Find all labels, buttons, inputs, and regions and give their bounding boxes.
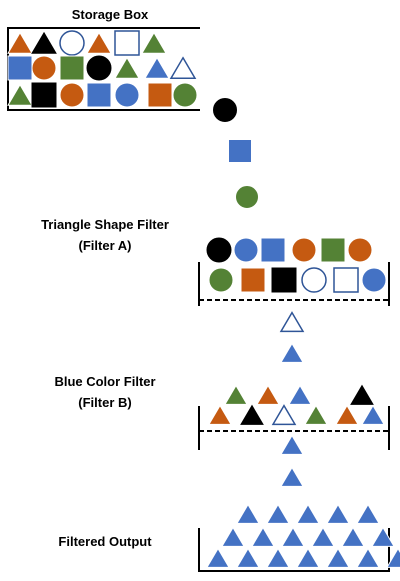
- blue-triangle-shape: [266, 547, 290, 568]
- green-triangle-shape: [141, 31, 167, 54]
- blue-triangle-shape: [288, 384, 312, 405]
- blue-triangle-shape: [236, 503, 260, 524]
- blue-triangle-shape: [356, 503, 380, 524]
- blue-triangle-shape: [371, 526, 395, 547]
- blue-triangle-shape: [341, 526, 365, 547]
- green-square-shape: [320, 237, 346, 263]
- blue-square-shape: [228, 139, 252, 163]
- white-triangle-shape: [169, 56, 197, 79]
- blue-triangle-shape: [280, 342, 304, 363]
- green-circle-shape: [172, 82, 198, 108]
- orange-triangle-shape: [86, 31, 112, 54]
- output-container-outline: [198, 528, 390, 572]
- blue-triangle-shape: [251, 526, 275, 547]
- black-square-shape: [31, 82, 57, 108]
- green-triangle-shape: [304, 404, 328, 425]
- orange-triangle-shape: [7, 31, 33, 54]
- green-square-shape: [59, 55, 85, 81]
- white-triangle-shape: [271, 404, 297, 426]
- black-triangle-shape: [31, 31, 57, 54]
- blue-circle-shape: [361, 267, 387, 293]
- green-triangle-shape: [114, 56, 140, 79]
- blue-triangle-shape: [356, 547, 380, 568]
- orange-triangle-shape: [208, 404, 232, 425]
- black-circle-shape: [206, 237, 232, 263]
- orange-square-shape: [240, 267, 266, 293]
- blue-triangle-shape: [326, 503, 350, 524]
- blue-triangle-shape: [311, 526, 335, 547]
- filtered-output-title: Filtered Output: [58, 534, 152, 549]
- blue-triangle-shape: [236, 547, 260, 568]
- black-circle-shape: [86, 55, 112, 81]
- blue-circle-shape: [233, 237, 259, 263]
- orange-circle-shape: [31, 55, 57, 81]
- white-square-shape: [333, 267, 359, 293]
- filter-b-subtitle: (Filter B): [78, 395, 132, 410]
- orange-triangle-shape: [335, 404, 359, 425]
- blue-triangle-shape: [280, 466, 304, 487]
- blue-square-shape: [86, 82, 112, 108]
- blue-triangle-shape: [296, 503, 320, 524]
- blue-triangle-shape: [296, 547, 320, 568]
- blue-triangle-shape: [266, 503, 290, 524]
- orange-circle-shape: [347, 237, 373, 263]
- blue-circle-shape: [114, 82, 140, 108]
- blue-square-shape: [260, 237, 286, 263]
- orange-triangle-shape: [256, 384, 280, 405]
- green-triangle-shape: [224, 384, 248, 405]
- green-circle-shape: [235, 185, 259, 209]
- filter-a-title: Triangle Shape Filter: [41, 217, 169, 232]
- black-triangle-shape: [240, 404, 264, 425]
- blue-square-shape: [7, 55, 33, 81]
- orange-circle-shape: [59, 82, 85, 108]
- black-square-shape: [271, 267, 297, 293]
- orange-circle-shape: [291, 237, 317, 263]
- blue-triangle-shape: [144, 56, 170, 79]
- filter-a-bracket: [198, 262, 390, 306]
- blue-triangle-shape: [206, 547, 230, 568]
- white-circle-shape: [59, 30, 85, 56]
- blue-triangle-shape: [326, 547, 350, 568]
- blue-triangle-shape: [280, 434, 304, 455]
- blue-triangle-shape: [281, 526, 305, 547]
- blue-triangle-shape: [361, 404, 385, 425]
- filter-b-title: Blue Color Filter: [54, 374, 156, 389]
- green-triangle-shape: [7, 83, 33, 106]
- filter-b-bracket: [198, 406, 390, 450]
- white-circle-shape: [301, 267, 327, 293]
- black-triangle-shape: [350, 384, 374, 405]
- storage-box-title: Storage Box: [71, 7, 149, 22]
- shape-layer: [7, 30, 400, 568]
- blue-triangle-shape: [386, 547, 400, 568]
- white-triangle-shape: [279, 311, 305, 333]
- blue-triangle-shape: [221, 526, 245, 547]
- green-circle-shape: [208, 267, 234, 293]
- white-square-shape: [114, 30, 140, 56]
- orange-square-shape: [147, 82, 173, 108]
- black-circle-shape: [213, 98, 237, 122]
- filter-a-subtitle: (Filter A): [78, 238, 132, 253]
